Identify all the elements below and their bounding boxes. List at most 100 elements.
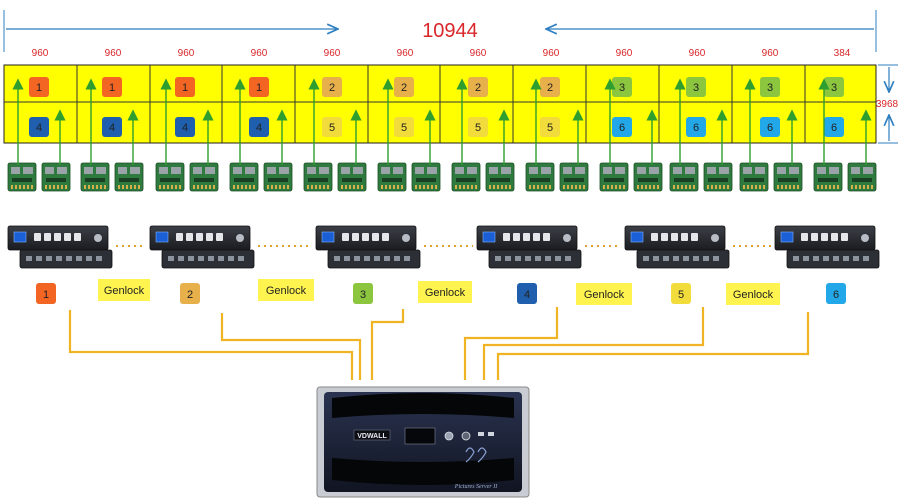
tile-badge	[249, 117, 269, 137]
genlock-box	[258, 279, 314, 301]
tile-badge	[686, 117, 706, 137]
tile-badge	[824, 117, 844, 137]
tile-badge	[760, 117, 780, 137]
column-width-label: 960	[251, 48, 268, 59]
receiver-card-icon	[813, 162, 843, 192]
receiver-card-icon	[669, 162, 699, 192]
tile-badge	[612, 117, 632, 137]
tile-badge-label: 2	[329, 82, 335, 94]
receiver-card-icon	[559, 162, 589, 192]
tile-badge	[29, 117, 49, 137]
controller-badge-label: 1	[43, 289, 49, 301]
column-width-label: 960	[616, 48, 633, 59]
led-wall	[3, 64, 877, 144]
controller-badge-label: 3	[360, 289, 366, 301]
controller-badge-label: 4	[524, 289, 530, 301]
video-processor-icon	[476, 225, 582, 269]
tile-badge	[175, 117, 195, 137]
tile-badge-label: 1	[36, 82, 42, 94]
genlock-box	[418, 281, 472, 303]
column-width-label: 960	[762, 48, 779, 59]
controller-badge-label: 5	[678, 289, 684, 301]
receiver-card-icon	[337, 162, 367, 192]
receiver-card-icon	[41, 162, 71, 192]
tile-badge	[468, 117, 488, 137]
server-model-label: Pictures Server II	[454, 484, 498, 490]
receiver-card-icon	[485, 162, 515, 192]
height-dimension: 3968	[876, 64, 899, 144]
receiver-card-icon	[114, 162, 144, 192]
controller-badge	[671, 283, 691, 304]
receiver-card-icon	[155, 162, 185, 192]
video-processors	[7, 225, 880, 269]
receiver-card-icon	[773, 162, 803, 192]
media-server-icon: VDWALL Pictures Server II	[316, 386, 530, 498]
tile-badge	[394, 117, 414, 137]
controller-badge	[826, 283, 846, 304]
column-width-label: 960	[689, 48, 706, 59]
genlock-label: Genlock	[584, 289, 625, 301]
video-processor-icon	[624, 225, 730, 269]
wall-dividers	[76, 65, 806, 143]
tile-badge-label: 3	[767, 82, 773, 94]
genlock-box	[98, 279, 150, 301]
server-brand-label: VDWALL	[357, 433, 387, 440]
genlock-box	[726, 283, 780, 305]
column-width-labels: 960 960 960 960 960 960 960 960 960 960 …	[32, 48, 851, 59]
tile-badge	[468, 77, 488, 97]
tile-badge	[760, 77, 780, 97]
tile-badge-label: 1	[256, 82, 262, 94]
tile-badge	[249, 77, 269, 97]
tile-badge-label: 6	[619, 122, 625, 134]
tile-badge-label: 5	[547, 122, 553, 134]
tile-badge	[29, 77, 49, 97]
video-processor-icon	[315, 225, 421, 269]
receiver-cards	[7, 162, 877, 192]
tile-badge	[322, 117, 342, 137]
tile-badge	[686, 77, 706, 97]
genlock-labels: Genlock Genlock Genlock Genlock Genlock	[98, 279, 780, 305]
column-width-label: 960	[105, 48, 122, 59]
receiver-card-icon	[847, 162, 877, 192]
genlock-label: Genlock	[733, 289, 774, 301]
column-width-label: 960	[324, 48, 341, 59]
column-width-label: 384	[834, 48, 851, 59]
tile-badge-label: 2	[547, 82, 553, 94]
receiver-card-icon	[263, 162, 293, 192]
signal-arrows	[12, 78, 872, 165]
receiver-card-icon	[525, 162, 555, 192]
receiver-card-icon	[451, 162, 481, 192]
genlock-label: Genlock	[104, 285, 145, 297]
column-width-label: 960	[397, 48, 414, 59]
controller-badges: 1 2 3 4 5 6	[36, 283, 846, 304]
video-processor-icon	[149, 225, 255, 269]
receiver-card-icon	[703, 162, 733, 192]
server-cables	[68, 307, 810, 380]
controller-badge-label: 2	[187, 289, 193, 301]
column-width-label: 960	[32, 48, 49, 59]
controller-badge-label: 6	[833, 289, 839, 301]
receiver-card-icon	[189, 162, 219, 192]
column-width-label: 960	[470, 48, 487, 59]
tile-badge	[394, 77, 414, 97]
tile-badge-label: 6	[693, 122, 699, 134]
tile-badge	[540, 77, 560, 97]
tile-badge-label: 5	[401, 122, 407, 134]
tile-badge-label: 5	[475, 122, 481, 134]
tile-badge-label: 6	[767, 122, 773, 134]
video-processor-icon	[7, 225, 113, 269]
tile-badge	[175, 77, 195, 97]
tile-badge	[322, 77, 342, 97]
column-width-label: 960	[178, 48, 195, 59]
tile-badge	[102, 77, 122, 97]
tile-badge-label: 2	[401, 82, 407, 94]
receiver-card-icon	[7, 162, 37, 192]
genlock-label: Genlock	[425, 287, 466, 299]
tile-badge	[540, 117, 560, 137]
wall-bottom-row: 4 4 4 4 5 5 5 5 6 6 6 6	[29, 117, 844, 137]
receiver-card-icon	[303, 162, 333, 192]
total-width-label: 10944	[422, 20, 478, 42]
controller-badge	[180, 283, 200, 304]
tile-badge-label: 4	[36, 122, 42, 134]
